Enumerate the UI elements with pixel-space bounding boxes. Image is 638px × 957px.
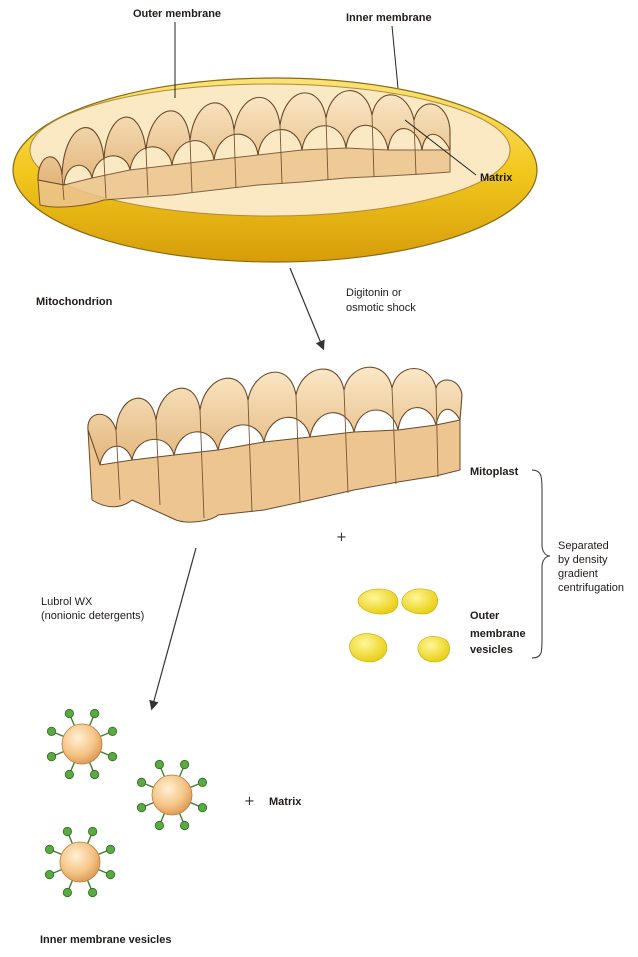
outer-vesicles-label-line3: vesicles	[470, 644, 513, 657]
vesicle-core	[152, 775, 192, 815]
inner-vesicles-label: Inner membrane vesicles	[40, 934, 171, 947]
stalk-knob	[45, 845, 53, 853]
stalk-knob	[47, 752, 55, 760]
stalk-knob	[198, 778, 206, 786]
mitoplast-drawing	[88, 367, 462, 522]
inner-vesicle-3	[45, 827, 114, 896]
stalk-knob	[90, 770, 98, 778]
inner-vesicle-2	[137, 760, 206, 829]
matrix-label: Matrix	[480, 172, 512, 185]
mitochondrion-label: Mitochondrion	[36, 296, 112, 309]
separated-label-line1: Separated	[558, 540, 609, 553]
lubrol-label-line1: Lubrol WX	[41, 596, 92, 609]
separated-label-line4: centrifugation	[558, 582, 624, 595]
lubrol-label-line2: (nonionic detergents)	[41, 610, 144, 623]
stalk-knob	[108, 727, 116, 735]
outer-vesicle-1	[358, 589, 398, 614]
stalk-knob	[65, 709, 73, 717]
outer-membrane-vesicles	[349, 589, 449, 662]
outer-vesicle-2	[402, 589, 438, 614]
stalk-knob	[45, 870, 53, 878]
stalk-knob	[88, 888, 96, 896]
inner-vesicle-1	[47, 709, 116, 778]
stalk-knob	[198, 803, 206, 811]
arrow-to-mitoplast	[290, 268, 323, 348]
stalk-knob	[65, 770, 73, 778]
separated-label-line2: by density	[558, 554, 608, 567]
stalk-knob	[137, 778, 145, 786]
inner-membrane-vesicles	[45, 709, 206, 896]
mitoplast-label: Mitoplast	[470, 466, 518, 479]
outer-vesicle-4	[418, 636, 450, 662]
separated-label-line3: gradient	[558, 568, 598, 581]
vesicle-core	[62, 724, 102, 764]
matrix-product-label: Matrix	[269, 796, 301, 809]
stalk-knob	[180, 821, 188, 829]
outer-vesicle-3	[349, 634, 386, 662]
plus-sign-1: +	[336, 530, 347, 545]
stalk-knob	[47, 727, 55, 735]
stalk-knob	[106, 870, 114, 878]
stalk-knob	[63, 827, 71, 835]
vesicle-core	[60, 842, 100, 882]
stalk-knob	[155, 760, 163, 768]
inner-membrane-label: Inner membrane	[346, 12, 432, 25]
digitonin-label-line2: osmotic shock	[346, 302, 416, 315]
plus-sign-2: +	[244, 794, 255, 809]
outer-vesicles-label-line2: membrane	[470, 628, 526, 641]
mitochondrion-drawing	[13, 22, 537, 262]
arrow-to-inner-vesicles	[152, 548, 196, 708]
stalk-knob	[90, 709, 98, 717]
stalk-knob	[108, 752, 116, 760]
separation-brace	[532, 470, 550, 658]
stalk-knob	[106, 845, 114, 853]
digitonin-label-line1: Digitonin or	[346, 287, 402, 300]
outer-membrane-label: Outer membrane	[133, 8, 221, 21]
stalk-knob	[88, 827, 96, 835]
stalk-knob	[63, 888, 71, 896]
inner-membrane-leader	[392, 26, 398, 88]
outer-vesicles-label-line1: Outer	[470, 610, 499, 623]
stalk-knob	[137, 803, 145, 811]
stalk-knob	[155, 821, 163, 829]
stalk-knob	[180, 760, 188, 768]
